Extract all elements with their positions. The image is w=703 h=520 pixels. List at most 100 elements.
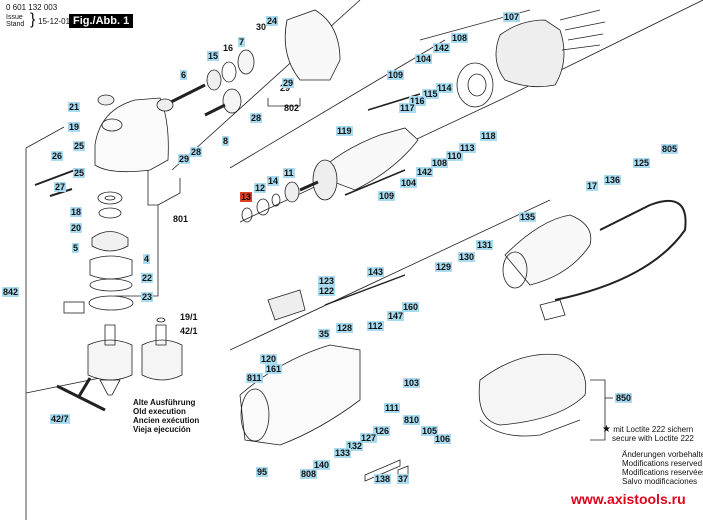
- part-callout-128[interactable]: 128: [336, 323, 354, 333]
- part-callout-20[interactable]: 20: [70, 223, 83, 233]
- part-callout-131[interactable]: 131: [476, 240, 494, 250]
- part-callout-805[interactable]: 805: [661, 144, 679, 154]
- gear-7: [237, 49, 255, 75]
- bearing-18: [97, 191, 123, 205]
- part-callout-123[interactable]: 123: [318, 276, 336, 286]
- part-callout-116[interactable]: 116: [409, 96, 426, 106]
- part-callout-11[interactable]: 11: [283, 168, 295, 178]
- part-callout-122[interactable]: 122: [318, 286, 336, 296]
- loctite-note: ★ mit Loctite 222 sichern secure with Lo…: [602, 424, 694, 444]
- part-callout-24[interactable]: 24: [266, 16, 279, 26]
- part-callout-28[interactable]: 28: [190, 147, 203, 157]
- part-callout-132[interactable]: 132: [346, 441, 364, 451]
- part-callout-161[interactable]: 161: [265, 364, 283, 374]
- part-callout-29[interactable]: 29: [280, 83, 291, 93]
- part-callout-19-1[interactable]: 19/1: [180, 312, 198, 322]
- part-callout-136[interactable]: 136: [604, 175, 622, 185]
- part-callout-142[interactable]: 142: [416, 167, 434, 177]
- part-callout-114[interactable]: 114: [436, 83, 453, 93]
- part-callout-142[interactable]: 142: [433, 43, 451, 53]
- old-execution-note: Alte Ausführung Old execution Ancien exé…: [133, 398, 200, 434]
- part-callout-106[interactable]: 106: [434, 434, 452, 444]
- part-callout-12[interactable]: 12: [254, 183, 267, 193]
- part-callout-42-1[interactable]: 42/1: [180, 326, 198, 336]
- modifications-note: Änderungen vorbehalten Modifications res…: [622, 450, 703, 486]
- brush-cover-850: [478, 353, 587, 426]
- part-callout-138[interactable]: 138: [374, 474, 392, 484]
- part-callout-7[interactable]: 7: [238, 37, 246, 47]
- part-callout-104[interactable]: 104: [400, 178, 418, 188]
- part-callout-26[interactable]: 26: [51, 151, 64, 161]
- part-callout-842[interactable]: 842: [2, 287, 20, 297]
- part-callout-4[interactable]: 4: [143, 254, 151, 264]
- part-callout-29[interactable]: 29: [282, 78, 295, 88]
- part-callout-143[interactable]: 143: [367, 267, 385, 277]
- panel-line-lower: [229, 199, 551, 351]
- part-callout-118[interactable]: 118: [480, 131, 497, 141]
- part-callout-29[interactable]: 29: [178, 154, 191, 164]
- label-strip-138: [364, 459, 401, 482]
- part-callout-27[interactable]: 27: [54, 182, 67, 192]
- part-callout-802[interactable]: 802: [284, 103, 300, 113]
- part-callout-103[interactable]: 103: [403, 378, 421, 388]
- part-callout-95[interactable]: 95: [256, 467, 269, 477]
- part-callout-14[interactable]: 14: [267, 176, 280, 186]
- part-callout-120[interactable]: 120: [260, 354, 278, 364]
- part-callout-108[interactable]: 108: [431, 158, 449, 168]
- part-callout-810[interactable]: 810: [403, 415, 421, 425]
- part-callout-30[interactable]: 30: [256, 22, 267, 32]
- part-callout-147[interactable]: 147: [387, 311, 405, 321]
- part-callout-129[interactable]: 129: [435, 262, 453, 272]
- part-callout-23[interactable]: 23: [141, 292, 154, 302]
- part-callout-113[interactable]: 113: [459, 143, 476, 153]
- part-callout-140[interactable]: 140: [313, 460, 331, 470]
- part-callout-125[interactable]: 125: [633, 158, 651, 168]
- part-callout-127[interactable]: 127: [360, 433, 378, 443]
- part-callout-5[interactable]: 5: [72, 243, 80, 253]
- part-callout-808[interactable]: 808: [300, 469, 318, 479]
- part-callout-111[interactable]: 111: [384, 403, 401, 413]
- motor-housing-811: [239, 344, 361, 446]
- part-callout-28[interactable]: 28: [250, 113, 263, 123]
- part-callout-13[interactable]: 13: [240, 192, 253, 202]
- part-callout-108[interactable]: 108: [451, 33, 469, 43]
- website-link[interactable]: www.axistools.ru: [571, 491, 686, 507]
- part-callout-109[interactable]: 109: [378, 191, 396, 201]
- part-callout-37[interactable]: 37: [397, 474, 410, 484]
- part-callout-115[interactable]: 115: [422, 89, 439, 99]
- part-callout-15[interactable]: 15: [207, 51, 220, 61]
- part-callout-811[interactable]: 811: [246, 373, 263, 383]
- part-callout-104[interactable]: 104: [415, 54, 433, 64]
- part-callout-801[interactable]: 801: [173, 214, 189, 224]
- part-callout-126[interactable]: 126: [373, 426, 391, 436]
- part-callout-6[interactable]: 6: [180, 70, 188, 80]
- part-callout-18[interactable]: 18: [70, 207, 83, 217]
- part-callout-130[interactable]: 130: [458, 252, 476, 262]
- part-callout-110[interactable]: 110: [446, 151, 463, 161]
- part-callout-35[interactable]: 35: [318, 329, 331, 339]
- issue-label: Issue Stand: [6, 14, 25, 28]
- part-callout-119[interactable]: 119: [336, 126, 353, 136]
- ring-13: [241, 207, 253, 223]
- part-callout-19[interactable]: 19: [68, 122, 81, 132]
- housing-135: [504, 214, 592, 286]
- part-callout-117[interactable]: 117: [399, 103, 416, 113]
- part-callout-16[interactable]: 16: [223, 43, 234, 53]
- part-callout-112[interactable]: 112: [367, 321, 384, 331]
- part-callout-25[interactable]: 25: [73, 141, 86, 151]
- part-callout-160[interactable]: 160: [402, 302, 420, 312]
- part-callout-105[interactable]: 105: [421, 426, 439, 436]
- part-callout-8[interactable]: 8: [222, 136, 230, 146]
- part-callout-109[interactable]: 109: [387, 70, 405, 80]
- part-callout-107[interactable]: 107: [503, 12, 521, 22]
- part-callout-25[interactable]: 25: [73, 168, 86, 178]
- part-callout-133[interactable]: 133: [334, 448, 352, 458]
- part-callout-135[interactable]: 135: [519, 212, 537, 222]
- part-callout-42-7[interactable]: 42/7: [50, 414, 70, 424]
- part-callout-17[interactable]: 17: [586, 181, 599, 191]
- part-callout-850[interactable]: 850: [615, 393, 633, 403]
- ring-20: [98, 207, 122, 219]
- chuck: [87, 339, 133, 381]
- part-callout-21[interactable]: 21: [68, 102, 81, 112]
- part-callout-22[interactable]: 22: [141, 273, 154, 283]
